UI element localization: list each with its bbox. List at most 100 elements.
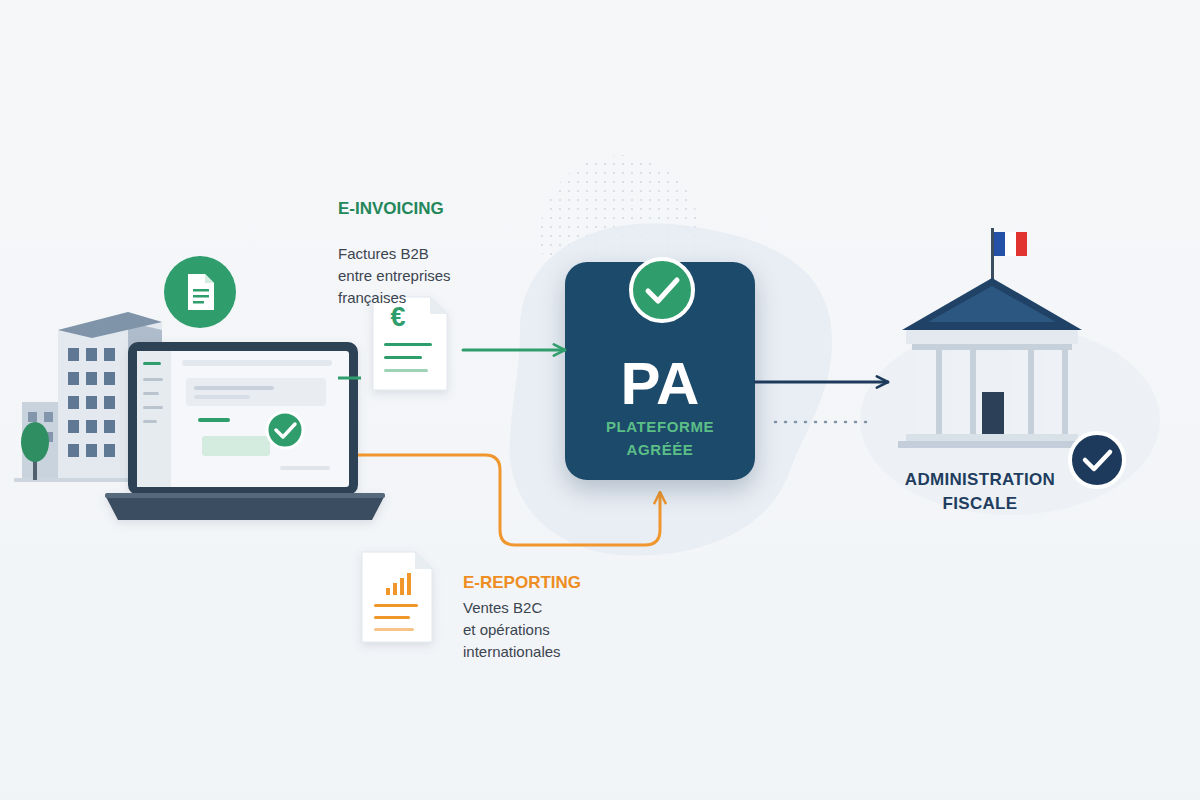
laptop (202, 436, 270, 456)
government-building (1010, 350, 1034, 434)
flow-description: Ventes B2C et opérations internationales (463, 597, 555, 663)
office-building (68, 444, 79, 457)
government-building (1044, 350, 1068, 434)
document-badge (193, 301, 204, 304)
check-badge (267, 412, 303, 448)
office-building (22, 402, 62, 480)
government-building (982, 392, 1004, 434)
office-building (58, 312, 162, 338)
report-document (386, 588, 390, 595)
laptop (105, 342, 385, 520)
authority-name: ADMINISTRATION FISCALE (900, 468, 1060, 516)
office-building (28, 412, 37, 422)
government-building (918, 350, 942, 434)
office-building (68, 348, 79, 361)
laptop (182, 360, 332, 366)
document-badge (193, 289, 209, 292)
invoice-document (384, 356, 422, 359)
report-document (362, 552, 432, 642)
laptop (137, 351, 171, 487)
report-document (393, 583, 397, 595)
office-building (68, 372, 79, 385)
government-building (906, 434, 1078, 441)
document-badge (193, 295, 209, 298)
flow-description: Factures B2B entre entreprises française… (338, 243, 460, 309)
laptop (186, 378, 326, 406)
document-badge (164, 256, 236, 328)
check-badge (1070, 433, 1124, 487)
government-building (936, 350, 942, 434)
invoice-document (373, 297, 447, 390)
office-building (104, 444, 115, 457)
invoice-document (430, 297, 447, 314)
laptop (105, 495, 385, 520)
report-document (415, 552, 432, 569)
government-building (906, 330, 1078, 344)
government-building (994, 232, 1005, 256)
office-building (68, 348, 115, 457)
laptop (198, 418, 230, 422)
dotted-line (775, 421, 872, 424)
office-building (68, 396, 79, 409)
background-blob (860, 325, 1160, 515)
laptop (280, 466, 330, 470)
document-badge (205, 274, 214, 283)
laptop (143, 420, 157, 423)
office-building (86, 420, 97, 433)
report-document (374, 604, 418, 607)
government-building (902, 278, 1082, 330)
office-building (44, 412, 53, 422)
check-badge (276, 424, 295, 437)
laptop (143, 392, 159, 395)
government-building (912, 344, 1072, 350)
laptop (194, 395, 250, 399)
office-building (86, 348, 97, 361)
report-document (400, 578, 404, 595)
check-badge (1070, 433, 1124, 487)
flow-arrow (755, 381, 888, 384)
laptop (194, 386, 274, 390)
document-badge (164, 256, 236, 328)
flow-heading: E-INVOICING (338, 198, 463, 220)
government-building (1016, 232, 1027, 256)
government-building (970, 350, 976, 434)
invoice-document (384, 369, 428, 372)
platform-acronym: PA (565, 350, 755, 418)
office-building (86, 444, 97, 457)
government-building (898, 228, 1086, 448)
document-badge (188, 274, 214, 310)
report-document (407, 573, 411, 595)
report-document (362, 552, 432, 642)
flow-heading: E-REPORTING (463, 572, 583, 594)
platform-name: PLATEFORME AGRÉÉE (590, 415, 730, 461)
report-document (374, 628, 414, 631)
office-building (86, 396, 97, 409)
government-building (1028, 350, 1034, 434)
office-building (104, 420, 115, 433)
government-building (1005, 232, 1016, 256)
laptop (128, 342, 358, 495)
office-building (104, 372, 115, 385)
report-document (374, 616, 410, 619)
check-badge (631, 259, 693, 321)
invoice-document (384, 343, 432, 346)
office-building (68, 420, 79, 433)
government-building (898, 441, 1086, 448)
laptop (143, 406, 163, 409)
tree (21, 422, 49, 480)
laptop (143, 362, 161, 365)
invoice-flow-node: E-INVOICING Factures B2B entre entreprise… (338, 190, 463, 395)
tax-office-node: ADMINISTRATION FISCALE (888, 225, 1103, 525)
office-building (104, 396, 115, 409)
invoice-document (373, 297, 447, 390)
check-badge (631, 259, 693, 321)
flow-arrow (463, 349, 565, 352)
tree (21, 422, 49, 462)
reporting-flow-node: E-REPORTING Ventes B2C et opérations inte… (360, 548, 585, 668)
check-badge (267, 412, 303, 448)
government-building (1062, 350, 1068, 434)
government-building (991, 228, 994, 282)
government-building (928, 286, 1056, 322)
